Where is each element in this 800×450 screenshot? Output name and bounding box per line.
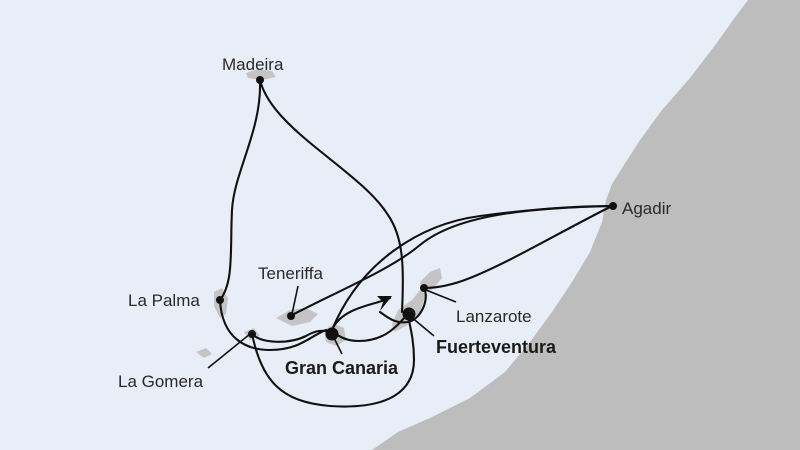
route-gran-canaria-fuerteventura-south: [330, 312, 410, 343]
leader-gran-canaria: [333, 337, 343, 355]
leader-fuerteventura: [409, 315, 435, 337]
label-la-palma: La Palma: [128, 291, 200, 310]
port-marker-gran-canaria[interactable]: [325, 327, 339, 341]
route-madeira-fuerteventura: [258, 78, 404, 314]
port-marker-la-gomera[interactable]: [248, 330, 256, 338]
route-gran-canaria-agadir: [330, 204, 614, 332]
cruise-routes: [218, 78, 614, 408]
island-teneriffa: [276, 308, 318, 326]
leader-lanzarote: [425, 289, 457, 303]
route-lanzarote-fuerteventura: [378, 286, 427, 324]
label-lanzarote: Lanzarote: [456, 307, 532, 326]
mainland-africa: [372, 0, 800, 450]
port-marker-lanzarote[interactable]: [420, 284, 428, 292]
island-madeira: [246, 69, 276, 80]
island-el-hierro: [196, 348, 212, 358]
port-marker-fuerteventura[interactable]: [402, 307, 416, 321]
label-la-gomera: La Gomera: [118, 372, 204, 391]
route-la-gomera-fuerteventura-south: [250, 314, 416, 408]
port-marker-madeira[interactable]: [256, 76, 264, 84]
port-marker-la-palma[interactable]: [216, 296, 224, 304]
port-marker-agadir[interactable]: [609, 202, 617, 210]
leader-la-gomera: [207, 333, 251, 369]
label-gran-canaria: Gran Canaria: [285, 358, 399, 378]
port-marker-teneriffa[interactable]: [287, 312, 295, 320]
label-agadir: Agadir: [622, 199, 671, 218]
label-teneriffa: Teneriffa: [258, 264, 323, 283]
route-madeira-la-palma: [218, 78, 262, 302]
leader-teneriffa: [291, 285, 299, 315]
route-la-palma-gran-canaria: [218, 298, 328, 352]
route-agadir-lanzarote: [422, 204, 614, 290]
route-arrow: [377, 296, 392, 311]
label-fuerteventura: Fuerteventura: [436, 337, 557, 357]
label-madeira: Madeira: [222, 55, 284, 74]
route-la-gomera-gran-canaria: [250, 329, 334, 343]
